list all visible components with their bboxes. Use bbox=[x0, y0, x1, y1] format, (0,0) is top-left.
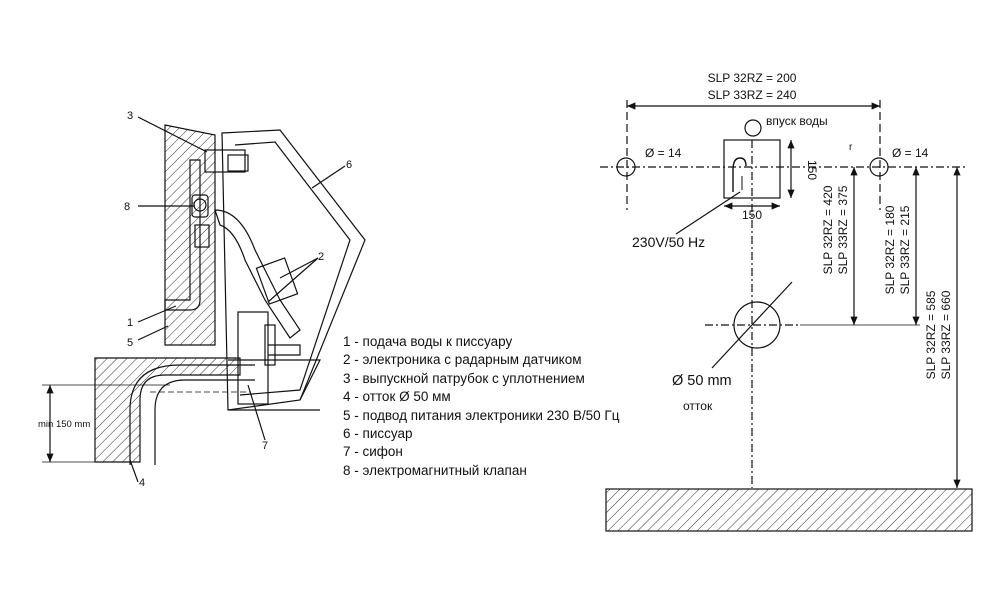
floor bbox=[605, 488, 973, 532]
mounting-hole-left bbox=[616, 157, 636, 177]
callout-5: 5 bbox=[127, 337, 133, 349]
dim-420-375-line2: SLP 33RZ = 375 bbox=[836, 185, 850, 274]
water-inlet bbox=[744, 119, 762, 137]
mounting-hole-right bbox=[869, 157, 889, 177]
callout-4: 4 bbox=[139, 477, 145, 489]
drain-word: отток bbox=[683, 399, 713, 413]
callout-8: 8 bbox=[124, 201, 130, 213]
callout-6: 6 bbox=[346, 159, 352, 171]
outlet-fitting bbox=[204, 149, 246, 173]
box-height-label: 150 bbox=[805, 160, 819, 180]
legend-item: 2 - электроника с радарным датчиком bbox=[343, 352, 582, 368]
floor-slab bbox=[94, 357, 241, 463]
legend-item: 5 - подвод питания электроники 230 В/50 … bbox=[343, 407, 620, 423]
drain-label: Ø 50 mm bbox=[672, 373, 732, 389]
hole-right-label: Ø = 14 bbox=[892, 146, 929, 160]
callout-2: 2 bbox=[318, 251, 324, 263]
callout-3: 3 bbox=[127, 110, 133, 122]
legend-item: 7 - сифон bbox=[343, 444, 403, 460]
legend-item: 3 - выпускной патрубок с уплотнением bbox=[343, 370, 585, 386]
inlet-label: впуск воды bbox=[766, 114, 828, 128]
box-width-label: 150 bbox=[742, 208, 762, 222]
siphon bbox=[237, 311, 269, 405]
width-dim-line1: SLP 32RZ = 200 bbox=[708, 71, 797, 85]
min-height-label: min 150 mm bbox=[38, 419, 90, 430]
power-label: 230V/50 Hz bbox=[632, 234, 705, 250]
hole-left-label: Ø = 14 bbox=[645, 146, 682, 160]
dim-585-660-line2: SLP 33RZ = 660 bbox=[939, 290, 953, 379]
legend-item: 6 - писсуар bbox=[343, 426, 413, 442]
side-callouts: 3 8 6 2 1 5 7 4 min 150 mm bbox=[38, 110, 352, 489]
legend-item: 1 - подача воды к писсуару bbox=[343, 334, 513, 349]
callout-1: 1 bbox=[127, 317, 133, 329]
dim-420-375-line1: SLP 32RZ = 420 bbox=[821, 185, 835, 274]
dim-180-215-line2: SLP 33RZ = 215 bbox=[898, 205, 912, 294]
small-mark: r bbox=[849, 142, 853, 153]
dim-180-215-line1: SLP 32RZ = 180 bbox=[883, 205, 897, 294]
water-supply-pipe bbox=[164, 159, 201, 311]
side-view bbox=[42, 116, 366, 483]
legend-item: 8 - электромагнитный клапан bbox=[343, 462, 527, 478]
legend: 1 - подача воды к писсуару 2 - электрони… bbox=[343, 333, 619, 480]
front-view bbox=[600, 100, 973, 532]
width-dim-line2: SLP 33RZ = 240 bbox=[708, 88, 797, 102]
dim-585-660-line1: SLP 32RZ = 585 bbox=[924, 290, 938, 379]
legend-item: 4 - отток Ø 50 мм bbox=[343, 389, 451, 405]
callout-7: 7 bbox=[262, 440, 268, 452]
drain-pipe bbox=[129, 364, 255, 465]
front-labels: SLP 32RZ = 200 SLP 33RZ = 240 впуск воды… bbox=[632, 71, 953, 413]
urinal-body bbox=[221, 129, 366, 411]
electronics-module bbox=[214, 209, 301, 339]
